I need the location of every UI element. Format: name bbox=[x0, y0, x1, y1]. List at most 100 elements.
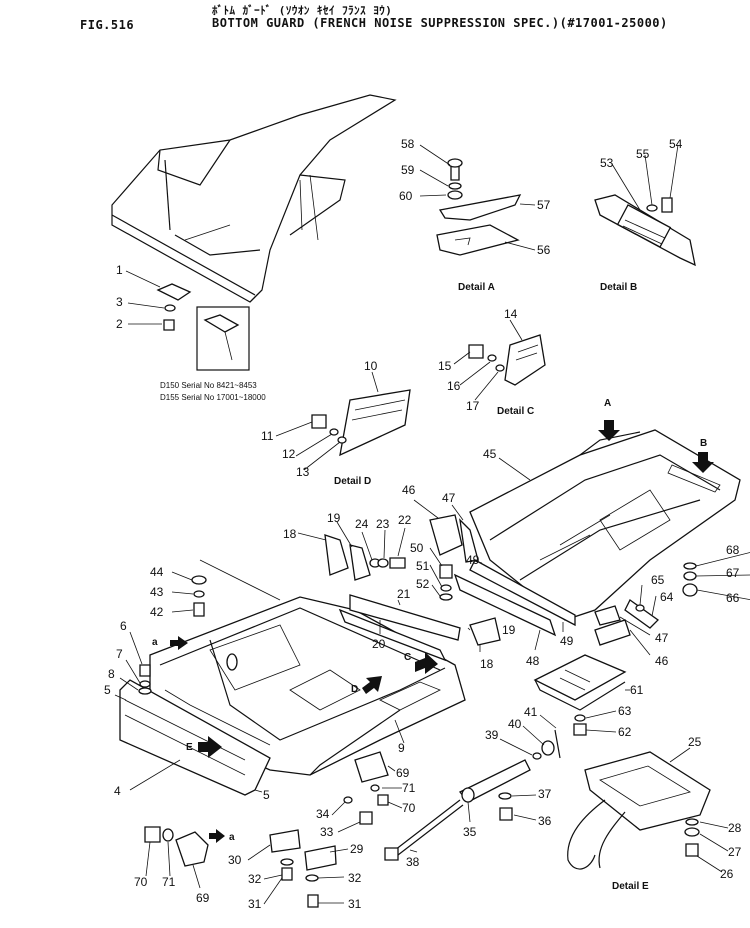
view-letter-a: A bbox=[604, 398, 611, 409]
part-number: 69 bbox=[396, 766, 410, 780]
part-number: 47 bbox=[655, 631, 669, 645]
part-number: 68 bbox=[726, 543, 740, 557]
part-number: 61 bbox=[630, 683, 644, 697]
part-number: 9 bbox=[398, 741, 405, 755]
part-number: 49 bbox=[466, 553, 480, 567]
part-number: 55 bbox=[636, 147, 650, 161]
part-number: 32 bbox=[248, 872, 262, 886]
part-number: 62 bbox=[618, 725, 632, 739]
part-number: 57 bbox=[537, 198, 551, 212]
bolt-part bbox=[163, 319, 175, 331]
part-number: 42 bbox=[150, 605, 164, 619]
part-number: 67 bbox=[726, 566, 740, 580]
part-number: 53 bbox=[600, 156, 614, 170]
detail-a-group bbox=[436, 158, 522, 256]
view-letter-a-lower: a bbox=[229, 832, 235, 843]
part-number: 58 bbox=[401, 137, 415, 151]
part-number: 3 bbox=[116, 295, 123, 309]
detail-d-group bbox=[311, 389, 411, 457]
part-number: 40 bbox=[508, 717, 522, 731]
part-number: 54 bbox=[669, 137, 683, 151]
figure-number: FIG.516 bbox=[80, 18, 135, 32]
part-number: 37 bbox=[538, 787, 552, 801]
part-number: 32 bbox=[348, 871, 362, 885]
part-number: 46 bbox=[655, 654, 669, 668]
detail-a-label: Detail A bbox=[458, 282, 495, 293]
washer-part bbox=[164, 304, 176, 312]
part-number: 33 bbox=[320, 825, 334, 839]
view-letter-d: D bbox=[351, 684, 358, 695]
view-arrow-b bbox=[692, 452, 714, 473]
view-letter-a-small: a bbox=[152, 637, 158, 648]
part-number: 49 bbox=[560, 634, 574, 648]
part-number: 70 bbox=[134, 875, 148, 889]
part-number: 17 bbox=[466, 399, 480, 413]
serial-note-d155: D155 Serial No 17001~18000 bbox=[160, 393, 266, 402]
detail-e-label: Detail E bbox=[612, 881, 649, 892]
part-number: 5 bbox=[263, 788, 270, 802]
detail-b-group bbox=[594, 194, 696, 267]
view-letter-e: E bbox=[186, 742, 193, 753]
front-guard-part bbox=[149, 596, 466, 776]
part-number: 69 bbox=[196, 891, 210, 905]
part-number: 46 bbox=[402, 483, 416, 497]
part-number: 59 bbox=[401, 163, 415, 177]
japanese-title: ﾎﾞﾄﾑ ｶﾞｰﾄﾞ (ｿｳｵﾝ ｷｾｲ ﾌﾗﾝｽ ﾖｳ) bbox=[212, 4, 393, 17]
part-number: 56 bbox=[537, 243, 551, 257]
part-number: 4 bbox=[114, 784, 121, 798]
view-letter-b: B bbox=[700, 438, 707, 449]
part-number: 13 bbox=[296, 465, 310, 479]
detail-d-label: Detail D bbox=[334, 476, 371, 487]
part-number: 5 bbox=[104, 683, 111, 697]
part-number: 38 bbox=[406, 855, 420, 869]
part-number: 52 bbox=[416, 577, 430, 591]
part-number: 20 bbox=[372, 637, 386, 651]
view-arrow-c bbox=[415, 652, 438, 674]
detail-b-label: Detail B bbox=[600, 282, 637, 293]
part-number: 65 bbox=[651, 573, 665, 587]
figure-title: BOTTOM GUARD (FRENCH NOISE SUPPRESSION S… bbox=[212, 16, 668, 30]
view-letter-c: C bbox=[404, 652, 411, 663]
view-arrow-e bbox=[198, 736, 222, 758]
view-arrow-d bbox=[362, 676, 382, 694]
view-arrow-a-small bbox=[170, 636, 188, 650]
part-number: 12 bbox=[282, 447, 296, 461]
part-number: 47 bbox=[442, 491, 456, 505]
tow-hook-part bbox=[567, 751, 711, 870]
detail-c-label: Detail C bbox=[497, 406, 534, 417]
part-number: 41 bbox=[524, 705, 538, 719]
rear-guard-part bbox=[469, 429, 741, 621]
part-number: 51 bbox=[416, 559, 430, 573]
part-number: 26 bbox=[720, 867, 734, 881]
bracket-part bbox=[156, 283, 192, 301]
part-number: 71 bbox=[402, 781, 416, 795]
serial-note-d150: D150 Serial No 8421~8453 bbox=[160, 381, 257, 390]
view-arrow-a bbox=[598, 420, 620, 441]
part-number: 34 bbox=[316, 807, 330, 821]
part-number: 25 bbox=[688, 735, 702, 749]
part-number: 24 bbox=[355, 517, 369, 531]
part-number: 23 bbox=[376, 517, 390, 531]
part-number: 70 bbox=[402, 801, 416, 815]
part-number: 63 bbox=[618, 704, 632, 718]
part-number: 50 bbox=[410, 541, 424, 555]
part-number: 14 bbox=[504, 307, 518, 321]
part-number: 1 bbox=[116, 263, 123, 277]
part-number: 31 bbox=[248, 897, 262, 911]
part-number: 19 bbox=[327, 511, 341, 525]
part-number: 28 bbox=[728, 821, 742, 835]
part-number: 31 bbox=[348, 897, 362, 911]
part-number: 8 bbox=[108, 667, 115, 681]
part-number: 27 bbox=[728, 845, 742, 859]
part-number: 16 bbox=[447, 379, 461, 393]
part-number: 45 bbox=[483, 447, 497, 461]
inset-box bbox=[196, 306, 250, 371]
part-number: 6 bbox=[120, 619, 127, 633]
part-number: 66 bbox=[726, 591, 740, 605]
part-number: 10 bbox=[364, 359, 378, 373]
part-number: 48 bbox=[526, 654, 540, 668]
part-number: 15 bbox=[438, 359, 452, 373]
part-number: 35 bbox=[463, 825, 477, 839]
part-number: 60 bbox=[399, 189, 413, 203]
